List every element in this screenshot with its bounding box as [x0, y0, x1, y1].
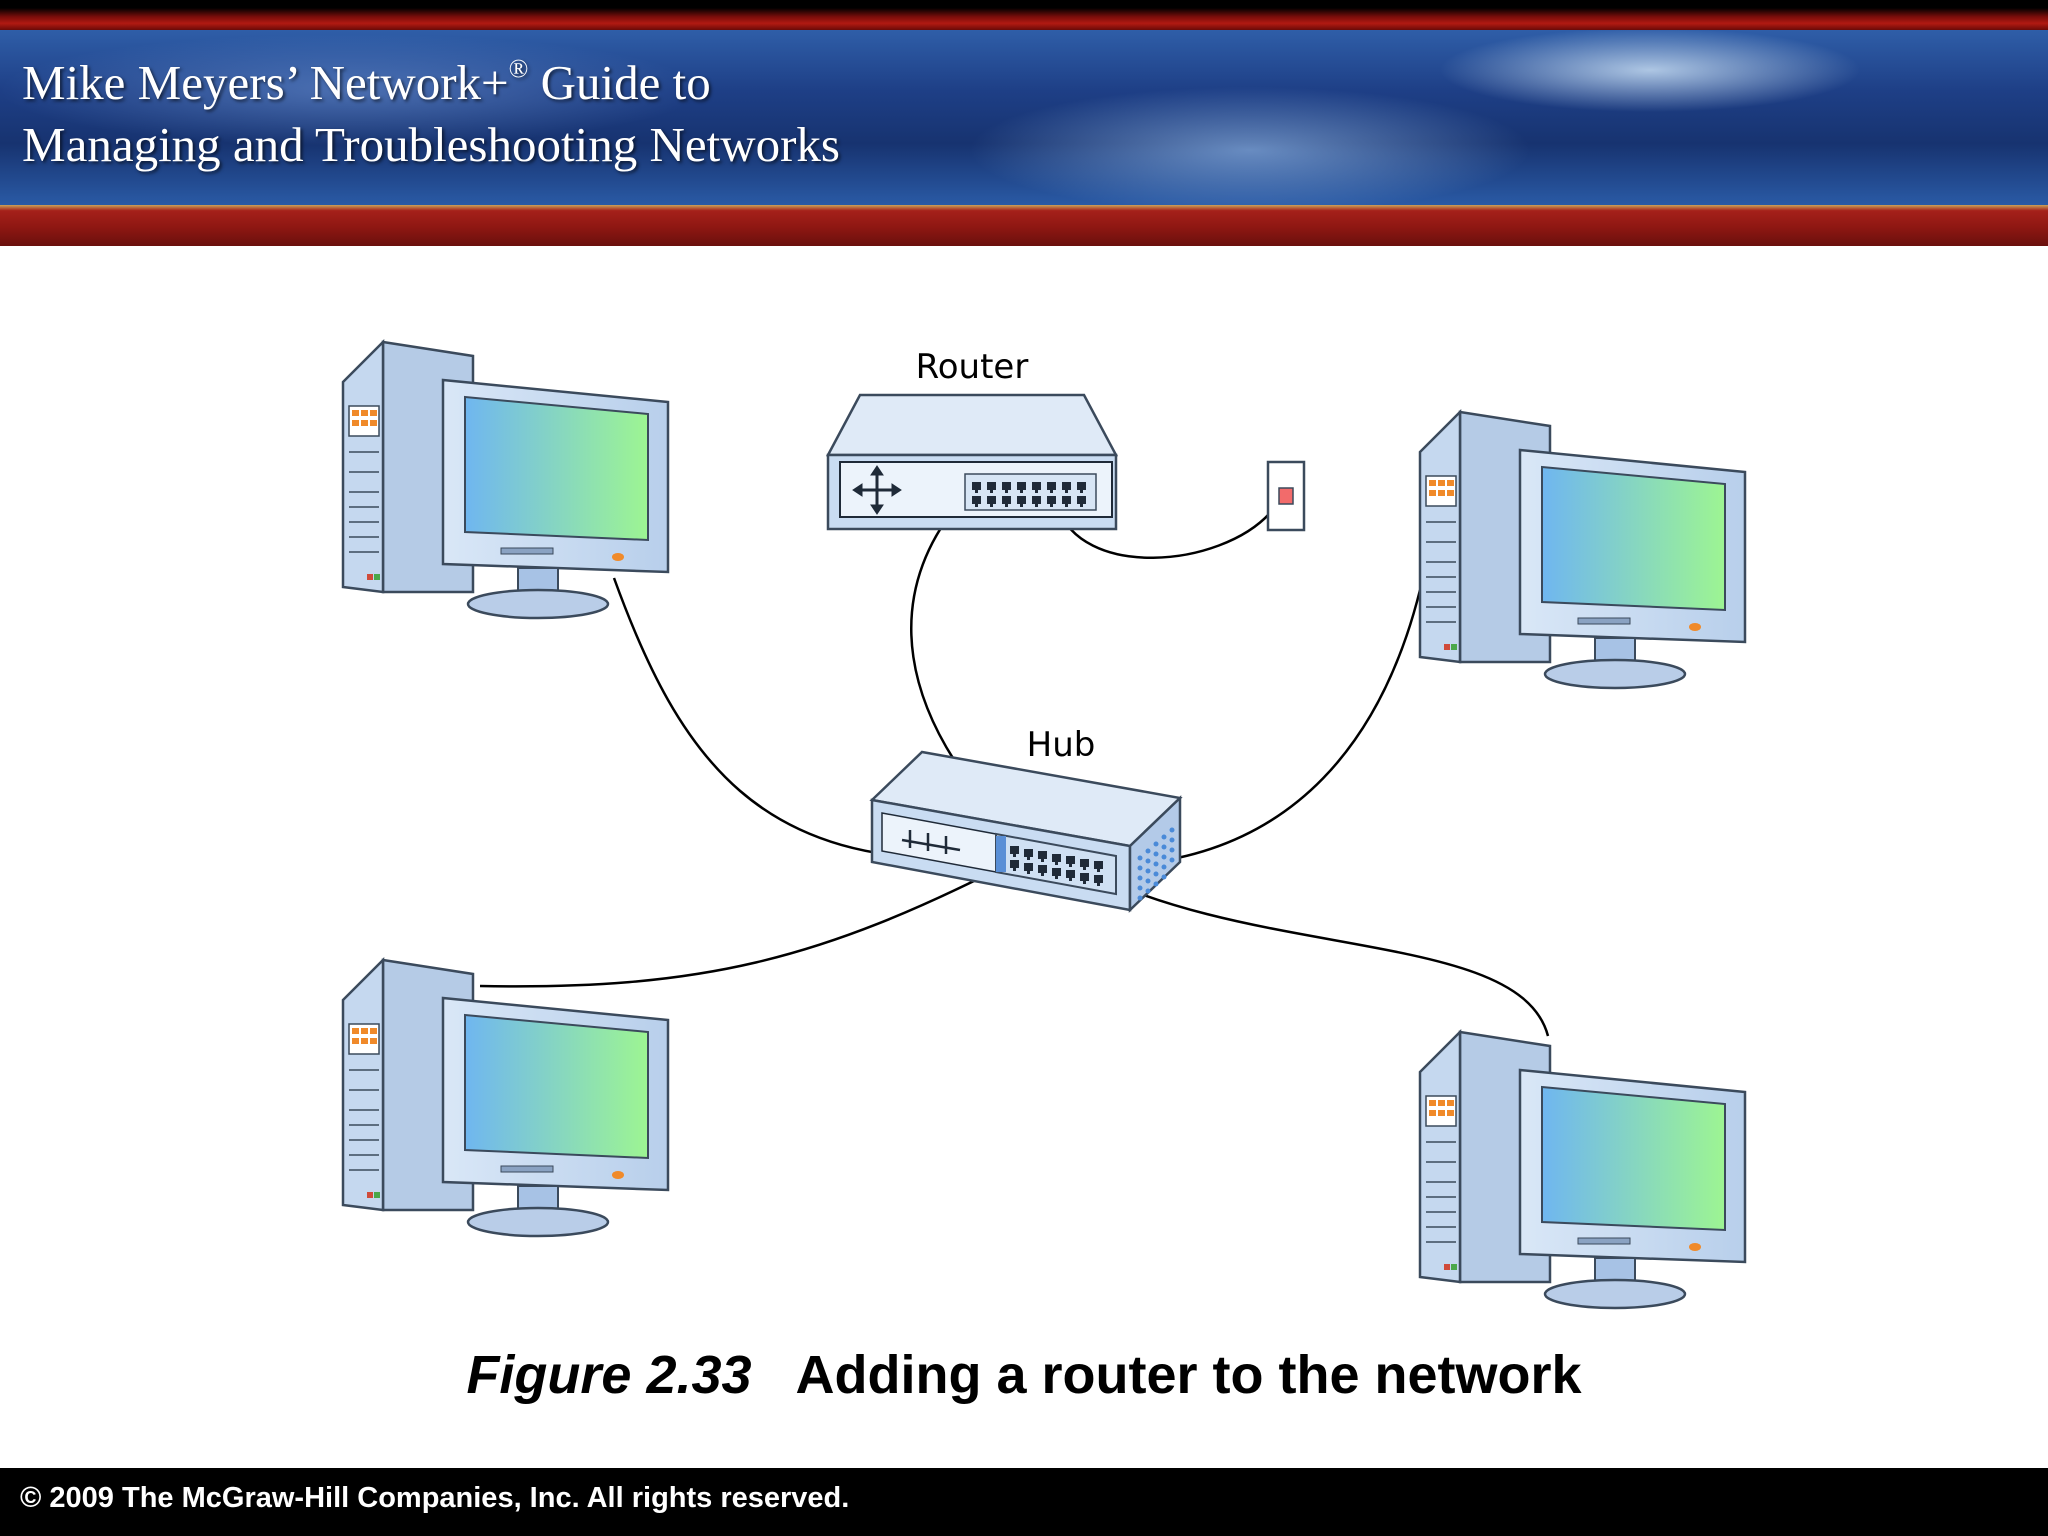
book-title: Mike Meyers’ Network+® Guide to Managing…	[22, 52, 840, 176]
computer-bottom-left	[341, 958, 670, 1238]
computer-bottom-right	[1418, 1030, 1747, 1310]
router-arrows-icon	[852, 465, 902, 515]
computer-top-left	[341, 340, 670, 620]
cable-pc-bottom-left	[479, 861, 1011, 988]
hub-label: Hub	[1027, 725, 1096, 765]
header-top-band	[0, 8, 2048, 30]
header-bottom-band	[0, 205, 2048, 246]
router-device	[825, 393, 1119, 531]
wall-jack	[1266, 460, 1306, 532]
hub-vent-dots	[1137, 827, 1175, 901]
slide-footer: © 2009 The McGraw-Hill Companies, Inc. A…	[0, 1468, 2048, 1536]
registered-mark: ®	[508, 54, 529, 83]
book-title-line2: Managing and Troubleshooting Networks	[22, 117, 840, 172]
figure-caption: Figure 2.33 Adding a router to the networ…	[0, 1344, 2048, 1406]
header-banner	[0, 30, 2048, 205]
cable-pc-bottom-right	[1084, 868, 1550, 1037]
book-title-line1-end: Guide to	[528, 55, 711, 110]
network-diagram: Router Hub	[341, 340, 1747, 1310]
book-title-line1: Mike Meyers’ Network+	[22, 55, 509, 110]
slide-header: Mike Meyers’ Network+® Guide to Managing…	[0, 0, 2048, 246]
cable-pc-top-right	[1109, 589, 1422, 868]
hub-bus-icon	[901, 830, 961, 854]
copyright-text: © 2009 The McGraw-Hill Companies, Inc. A…	[20, 1482, 850, 1514]
figure-number: Figure 2.33	[466, 1345, 752, 1405]
hub-device	[869, 750, 1183, 913]
figure-title: Adding a router to the network	[795, 1345, 1582, 1405]
computer-top-right	[1418, 410, 1747, 690]
router-label: Router	[916, 347, 1029, 387]
